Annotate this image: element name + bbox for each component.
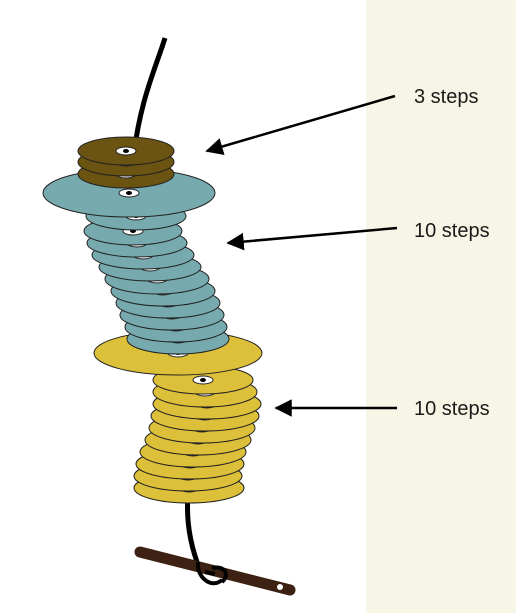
label-10-steps-bottom: 10 steps [414, 398, 490, 421]
brown-disc [78, 137, 174, 165]
disc-stack [43, 137, 262, 503]
label-3-steps: 3 steps [414, 86, 478, 109]
bottom-cord [188, 495, 201, 570]
arrow-middle [228, 228, 397, 243]
arrow-top [207, 96, 395, 151]
label-10-steps-middle: 10 steps [414, 220, 490, 243]
wooden-stick [140, 552, 290, 590]
